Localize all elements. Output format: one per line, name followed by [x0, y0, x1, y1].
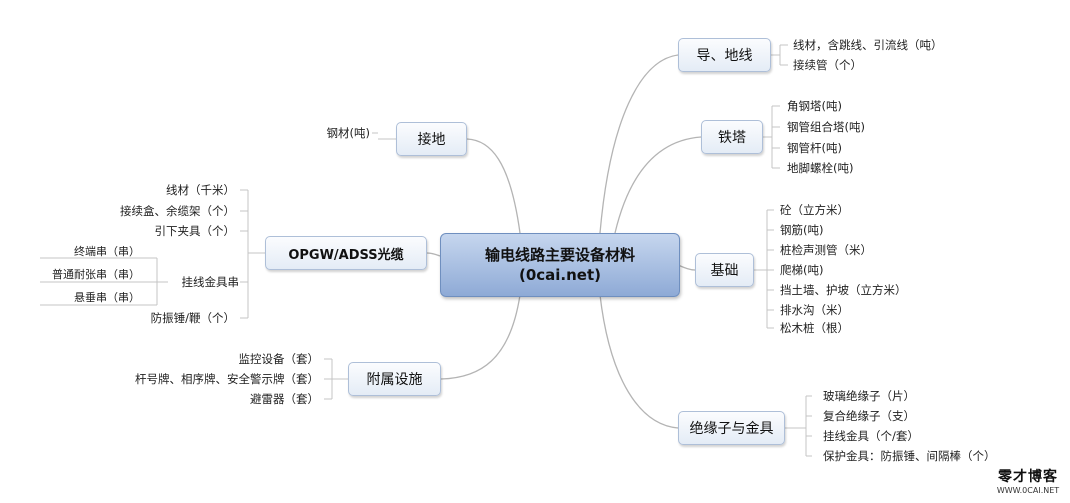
branch-insulator[interactable]: 绝缘子与金具 [678, 411, 785, 445]
branch-opgw-label: OPGW/ADSS光缆 [288, 247, 404, 263]
leaf-foundation-1: 砼（立方米） [780, 203, 849, 217]
leaf-foundation-5: 挡土墙、护坡（立方米） [780, 283, 907, 297]
leaf-opgw-1: 线材（千米） [166, 183, 235, 197]
branch-grounding-label: 接地 [417, 132, 446, 148]
leaf-insulator-2: 复合绝缘子（支） [823, 409, 915, 423]
watermark-logo: 零才博客 WWW.0CAI.NET [992, 466, 1064, 495]
leaf-opgw-sub-2: 普通耐张串（串） [52, 268, 140, 281]
leaf-foundation-4: 爬梯(吨) [780, 263, 824, 277]
leaf-opgw-sub-3: 悬垂串（串） [74, 291, 140, 304]
leaf-tower-3: 钢管杆(吨) [787, 141, 842, 155]
leaf-insulator-3: 挂线金具（个/套） [823, 429, 919, 443]
branch-wire-label: 导、地线 [696, 48, 753, 64]
branch-accessory[interactable]: 附属设施 [348, 362, 441, 396]
central-topic-title: 输电线路主要设备材料 [484, 246, 635, 264]
branch-foundation-label: 基础 [710, 263, 739, 279]
leaf-foundation-7: 松木桩（根） [780, 321, 849, 335]
leaf-foundation-6: 排水沟（米） [780, 303, 849, 317]
leaf-accessory-3: 避雷器（套） [250, 392, 319, 406]
leaf-accessory-2: 杆号牌、相序牌、安全警示牌（套） [135, 372, 319, 386]
leaf-wire-1: 线材，含跳线、引流线（吨） [793, 38, 943, 52]
watermark-title: 零才博客 [998, 469, 1058, 485]
leaf-tower-4: 地脚螺栓(吨) [787, 161, 854, 175]
leaf-wire-2: 接续管（个） [793, 58, 862, 72]
branch-accessory-label: 附属设施 [366, 372, 423, 388]
branch-grounding[interactable]: 接地 [396, 122, 467, 156]
leaf-opgw-5: 防振锤/鞭（个） [150, 311, 235, 325]
leaf-opgw-sub-1: 终端串（串） [74, 245, 140, 258]
leaf-opgw-4: 挂线金具串 [181, 275, 240, 289]
branch-insulator-label: 绝缘子与金具 [689, 421, 774, 437]
branch-foundation[interactable]: 基础 [695, 253, 754, 287]
branch-opgw[interactable]: OPGW/ADSS光缆 [265, 236, 427, 270]
watermark-url: WWW.0CAI.NET [996, 486, 1060, 495]
branch-tower-label: 铁塔 [718, 130, 746, 146]
central-topic[interactable]: 输电线路主要设备材料 (0cai.net) [440, 233, 680, 297]
leaf-foundation-2: 钢筋(吨) [780, 223, 824, 237]
branch-wire[interactable]: 导、地线 [678, 38, 771, 72]
leaf-foundation-3: 桩检声测管（米） [780, 243, 872, 257]
leaf-grounding-1: 钢材(吨) [326, 126, 370, 140]
leaf-accessory-1: 监控设备（套） [238, 352, 320, 366]
branch-tower[interactable]: 铁塔 [701, 120, 763, 154]
leaf-opgw-3: 引下夹具（个） [154, 224, 236, 238]
leaf-insulator-1: 玻璃绝缘子（片） [823, 389, 915, 403]
leaf-tower-2: 钢管组合塔(吨) [787, 120, 865, 134]
central-topic-subtitle: (0cai.net) [518, 266, 602, 284]
leaf-opgw-2: 接续盒、余缆架（个） [120, 204, 235, 218]
leaf-tower-1: 角钢塔(吨) [787, 99, 842, 113]
leaf-insulator-4: 保护金具：防振锤、间隔棒（个） [823, 449, 996, 463]
